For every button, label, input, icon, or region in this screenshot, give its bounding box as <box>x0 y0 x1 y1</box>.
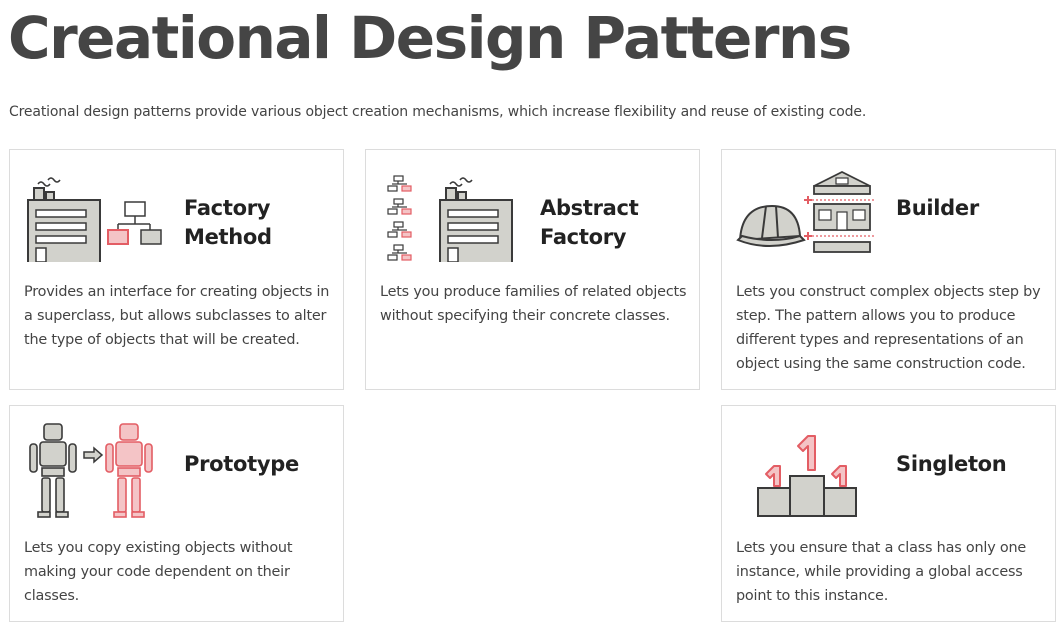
pattern-card-singleton[interactable]: Singleton Lets you ensure that a class h… <box>721 405 1056 622</box>
prototype-icon <box>24 422 174 518</box>
pattern-card-factory-method[interactable]: Factory Method Provides an interface for… <box>9 149 344 390</box>
page-intro: Creational design patterns provide vario… <box>9 104 867 120</box>
pattern-card-abstract-factory[interactable]: Abstract Factory Lets you produce famili… <box>365 149 700 390</box>
pattern-card-prototype[interactable]: Prototype Lets you copy existing objects… <box>9 405 344 622</box>
pattern-title: Abstract Factory <box>540 196 639 249</box>
pattern-title: Prototype <box>184 452 299 476</box>
page-title: Creational Design Patterns <box>8 4 852 72</box>
abstract-factory-icon <box>380 166 530 262</box>
pattern-title: Singleton <box>896 452 1007 476</box>
pattern-description: Lets you copy existing objects without m… <box>24 540 293 604</box>
builder-icon <box>736 166 886 262</box>
factory-method-icon <box>24 166 174 262</box>
pattern-description: Lets you produce families of related obj… <box>380 284 687 324</box>
pattern-description: Lets you construct complex objects step … <box>736 284 1041 372</box>
pattern-description: Provides an interface for creating objec… <box>24 284 330 348</box>
singleton-icon <box>736 422 886 518</box>
pattern-description: Lets you ensure that a class has only on… <box>736 540 1027 604</box>
pattern-card-builder[interactable]: Builder Lets you construct complex objec… <box>721 149 1056 390</box>
pattern-title: Factory Method <box>184 196 272 249</box>
pattern-title: Builder <box>896 196 979 220</box>
